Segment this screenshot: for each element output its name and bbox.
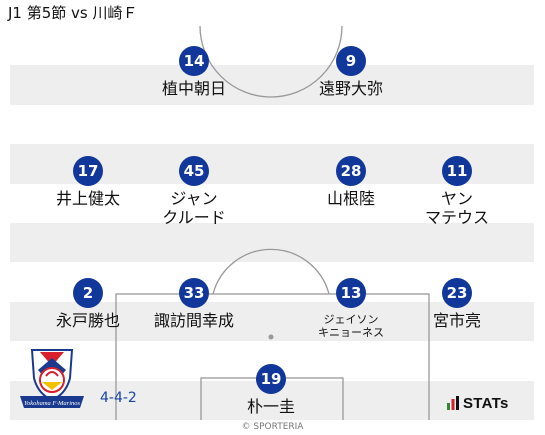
player-mf-left[interactable]: 17 井上健太: [38, 156, 138, 208]
player-name: 宮市亮: [432, 311, 481, 330]
pitch-stripe: [10, 183, 534, 223]
penalty-box: [115, 293, 430, 420]
player-mf-center-left[interactable]: 45 ジャン クルード: [144, 156, 244, 227]
player-name: ジェイソン: [323, 313, 379, 326]
player-number-badge: 17: [73, 156, 103, 186]
stats-bars-icon: [447, 396, 459, 410]
player-fw-left[interactable]: 14 植中朝日: [144, 46, 244, 98]
pitch-stripe: [10, 26, 534, 66]
player-number-badge: 13: [336, 278, 366, 308]
player-fw-right[interactable]: 9 遠野大弥: [301, 46, 401, 98]
player-df-right[interactable]: 23 宮市亮: [407, 278, 507, 330]
player-number-badge: 2: [73, 278, 103, 308]
player-number-badge: 28: [336, 156, 366, 186]
player-df-left[interactable]: 2 永戸勝也: [38, 278, 138, 330]
player-df-center-left[interactable]: 33 諏訪間幸成: [144, 278, 244, 330]
player-number-badge: 19: [256, 364, 286, 394]
player-number-badge: 11: [442, 156, 472, 186]
stats-label: STATs: [463, 394, 509, 412]
pitch-stripe: [10, 223, 534, 263]
player-name: 井上健太: [55, 189, 120, 208]
player-name: 永戸勝也: [55, 311, 120, 330]
penalty-spot: [268, 334, 274, 340]
player-number-badge: 14: [179, 46, 209, 76]
player-number-badge: 33: [179, 278, 209, 308]
player-mf-center-right[interactable]: 28 山根陸: [301, 156, 401, 208]
player-number-badge: 9: [336, 46, 366, 76]
copyright: © SPORTERIA: [241, 422, 304, 432]
player-number-badge: 45: [179, 156, 209, 186]
player-name: マテウス: [424, 208, 489, 227]
pitch: [10, 26, 534, 420]
match-title: J1 第5節 vs 川崎Ｆ: [8, 4, 138, 22]
player-name: クルード: [162, 208, 226, 227]
player-mf-right[interactable]: 11 ヤン マテウス: [407, 156, 507, 227]
player-name: ジャン: [170, 189, 218, 208]
penalty-arc: [212, 248, 330, 295]
player-name: 朴一圭: [246, 397, 295, 416]
player-name: 諏訪間幸成: [153, 311, 234, 330]
player-name: キニョーネス: [318, 326, 384, 339]
yokohama-f-marinos-crest-icon: Yokohama F·Marinos: [20, 349, 84, 408]
player-name: ヤン: [440, 189, 473, 208]
pitch-stripe: [10, 65, 534, 105]
player-name: 植中朝日: [161, 79, 226, 98]
svg-text:Yokohama F·Marinos: Yokohama F·Marinos: [24, 400, 81, 407]
pitch-stripe: [10, 301, 534, 342]
player-name: 遠野大弥: [318, 79, 383, 98]
player-gk[interactable]: 19 朴一圭: [221, 364, 321, 416]
stats-logo: STATs: [447, 393, 509, 413]
pitch-stripe: [10, 104, 534, 145]
player-number-badge: 23: [442, 278, 472, 308]
player-name: 山根陸: [326, 189, 375, 208]
formation-label: 4-4-2: [100, 390, 137, 406]
player-df-center-right[interactable]: 13 ジェイソン キニョーネス: [301, 278, 401, 339]
